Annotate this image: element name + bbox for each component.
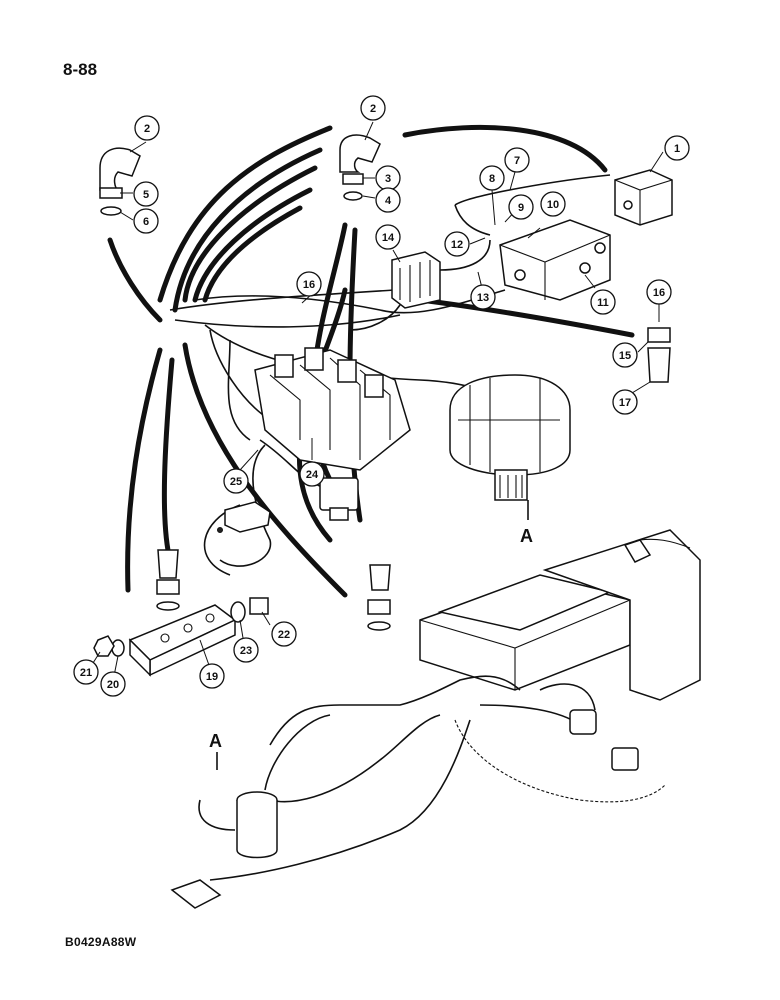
- relay-block: [391, 251, 441, 309]
- callout-4: 4: [375, 187, 401, 213]
- svg-text:4: 4: [385, 195, 392, 207]
- callout-2-right: 2: [360, 95, 386, 121]
- callout-6: 6: [133, 208, 159, 234]
- callout-17: 17: [612, 389, 638, 415]
- reference-mark-a-upper: A: [520, 500, 533, 546]
- svg-text:10: 10: [547, 199, 559, 211]
- callout-20: 20: [100, 671, 126, 697]
- callout-13: 13: [470, 284, 496, 310]
- svg-text:1: 1: [674, 143, 680, 155]
- svg-text:5: 5: [143, 189, 149, 201]
- svg-text:20: 20: [107, 679, 119, 691]
- callout-23: 23: [233, 637, 259, 663]
- callout-14: 14: [375, 224, 401, 250]
- callout-24: 24: [299, 461, 325, 487]
- callout-9: 9: [508, 194, 534, 220]
- callout-1: 1: [664, 135, 690, 161]
- svg-text:2: 2: [370, 103, 376, 115]
- callout-12: 12: [444, 231, 470, 257]
- callout-3: 3: [375, 165, 401, 191]
- callout-25: 25: [223, 468, 249, 494]
- nut-21: [93, 635, 115, 657]
- svg-text:24: 24: [306, 469, 319, 481]
- elbow-fitting-right: [339, 134, 381, 201]
- figure-code: B0429A88W: [65, 935, 137, 949]
- callout-21: 21: [73, 659, 99, 685]
- svg-text:A: A: [209, 731, 222, 751]
- svg-text:19: 19: [206, 671, 218, 683]
- svg-text:8: 8: [489, 173, 495, 185]
- svg-text:17: 17: [619, 397, 631, 409]
- callout-15: 15: [612, 342, 638, 368]
- svg-text:16: 16: [653, 287, 665, 299]
- callout-19: 19: [199, 663, 225, 689]
- fitting-22: [249, 597, 269, 615]
- washer-20: [111, 639, 125, 657]
- valve-unit-right: [499, 219, 611, 301]
- callout-11: 11: [590, 289, 616, 315]
- filter-17: [647, 327, 671, 383]
- callout-8: 8: [479, 165, 505, 191]
- accumulator-canister: [449, 374, 571, 501]
- svg-text:2: 2: [144, 123, 150, 135]
- callout-5: 5: [133, 181, 159, 207]
- svg-text:14: 14: [382, 232, 395, 244]
- oring-23: [230, 601, 246, 623]
- svg-text:13: 13: [477, 292, 489, 304]
- svg-text:7: 7: [514, 155, 520, 167]
- callout-22: 22: [271, 621, 297, 647]
- canister-lower: [236, 791, 278, 859]
- svg-text:11: 11: [597, 297, 609, 309]
- svg-text:22: 22: [278, 629, 290, 641]
- svg-text:9: 9: [518, 202, 524, 214]
- inline-fittings-left: [156, 549, 180, 611]
- svg-text:3: 3: [385, 173, 391, 185]
- svg-text:15: 15: [619, 350, 631, 362]
- lower-tube-run: [198, 675, 666, 881]
- leader-lines: [92, 121, 664, 677]
- callout-16-upper: 16: [296, 271, 322, 297]
- svg-text:A: A: [520, 526, 533, 546]
- svg-text:16: 16: [303, 279, 315, 291]
- callout-10: 10: [540, 191, 566, 217]
- solenoid-lower: [569, 709, 639, 771]
- inline-fittings-right: [367, 564, 391, 631]
- relay-24: [319, 477, 359, 521]
- tube-lines: [169, 174, 611, 576]
- svg-text:25: 25: [230, 476, 242, 488]
- callout-7: 7: [504, 147, 530, 173]
- reference-mark-a-lower: A: [209, 731, 222, 770]
- callout-16-right: 16: [646, 279, 672, 305]
- controller-box: [419, 529, 701, 701]
- manifold-bar: [128, 604, 237, 677]
- page-number: 8-88: [63, 60, 98, 79]
- pressure-switch: [217, 501, 271, 533]
- svg-text:6: 6: [143, 216, 149, 228]
- control-valve-assembly: [254, 347, 411, 471]
- svg-text:23: 23: [240, 645, 252, 657]
- elbow-fitting-left: [99, 147, 141, 216]
- solenoid-valve: [614, 169, 673, 226]
- svg-text:12: 12: [451, 239, 463, 251]
- svg-text:21: 21: [80, 667, 92, 679]
- connector-plug: [170, 879, 222, 909]
- callout-2-left: 2: [134, 115, 160, 141]
